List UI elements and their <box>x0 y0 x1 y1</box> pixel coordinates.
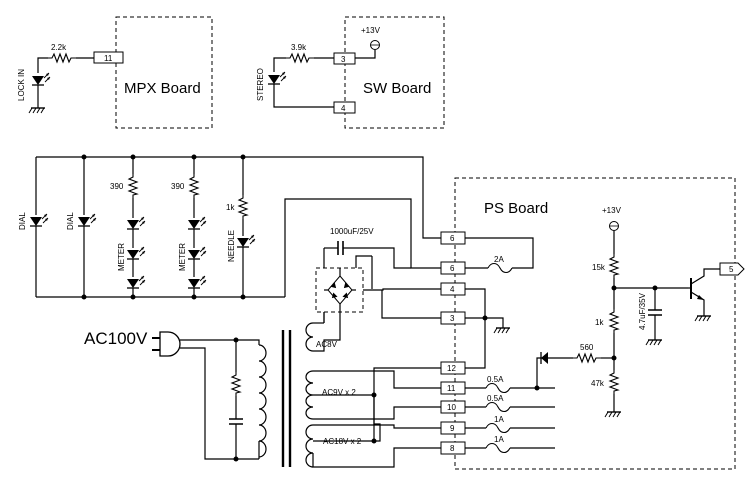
diode-icon <box>541 352 548 364</box>
resistor-560 <box>572 353 602 363</box>
cap-1000uf-label: 1000uF/25V <box>330 227 374 236</box>
r-47k-label: 47k <box>591 379 605 388</box>
dial-2-label: DIAL <box>66 212 75 230</box>
plus13v-sw-label: +13V <box>361 26 381 35</box>
ac18v-winding <box>305 424 314 468</box>
cap-47uf-label: 4.7uF/35V <box>638 292 647 330</box>
mpx-board-label: MPX Board <box>124 80 201 97</box>
fuse-05a-2-icon <box>485 401 511 413</box>
fuse-1a-2-label: 1A <box>494 435 504 444</box>
ps-ground-4-icon <box>694 315 712 322</box>
mpx-board-outline <box>115 16 213 129</box>
fuse-1a-1-label: 1A <box>494 415 504 424</box>
lamp-section: DIAL DIAL 390 METER 390 METER 1k <box>18 154 441 300</box>
fuse-05a-1-icon <box>485 382 511 394</box>
plus13v-ps-label: +13V <box>602 206 622 215</box>
fuse-1a-2-icon <box>485 442 511 454</box>
ac9v-label: AC9V x 2 <box>322 388 356 397</box>
ps-ground-3-icon <box>645 339 663 346</box>
ac-plug-icon <box>159 331 181 357</box>
output-pin-5-label: 5 <box>729 265 734 274</box>
r-390b-label: 390 <box>171 182 185 191</box>
transformer-section: AC100V AC8V AC9V x 2 <box>84 312 441 468</box>
fuse-1a-1-icon <box>485 422 511 434</box>
ps-pin-6b-label: 6 <box>450 264 455 273</box>
ac100v-label: AC100V <box>84 329 148 348</box>
fuse-2a-icon <box>487 262 513 274</box>
ps-board-label: PS Board <box>484 200 548 217</box>
sw-board: SW Board 3 4 +13V 3.9k STEREO <box>256 16 445 129</box>
output-pin-5 <box>719 262 745 276</box>
plus13v-terminal-icon <box>370 40 380 50</box>
rectifier-section: 1000uF/25V <box>315 227 441 323</box>
dial-1-label: DIAL <box>18 212 27 230</box>
r-1k-needle-label: 1k <box>226 203 235 212</box>
ac9v-winding <box>305 370 314 420</box>
resistor-390-b <box>189 173 199 199</box>
ac8v-label: AC8V <box>316 340 338 349</box>
r-15k-label: 15k <box>592 263 606 272</box>
stereo-label: STEREO <box>256 68 265 101</box>
fuse-2a-label: 2A <box>494 255 504 264</box>
dial-lamp-1-icon <box>29 213 49 227</box>
meter-lamp-2a-icon <box>187 216 207 230</box>
stereo-led-icon <box>267 71 287 85</box>
sw-pin-4-label: 4 <box>341 104 346 113</box>
needle-lamp-icon <box>236 234 256 248</box>
ps-pin-4-label: 4 <box>450 285 455 294</box>
ac18v-label: AC18V x 2 <box>323 437 362 446</box>
ps-pin-10-label: 10 <box>447 403 456 412</box>
primary-winding <box>258 344 267 459</box>
ps-pin-9-label: 9 <box>450 424 455 433</box>
r-1k-ps-label: 1k <box>595 318 604 327</box>
resistor-47k <box>609 369 619 395</box>
r-560-label: 560 <box>580 343 594 352</box>
sw-board-label: SW Board <box>363 80 431 97</box>
ac8v-winding <box>305 322 314 352</box>
ps-pin-8-label: 8 <box>450 444 455 453</box>
ps-pin-3-label: 3 <box>450 314 455 323</box>
ps-pin-12-label: 12 <box>447 364 456 373</box>
ps-ground-2-icon <box>604 411 622 418</box>
meter-lamp-2b-icon <box>187 246 207 260</box>
resistor-15k <box>609 253 619 279</box>
meter-lamp-2c-icon <box>187 275 207 289</box>
ps-pin-11-label: 11 <box>447 384 456 393</box>
meter-1-label: METER <box>117 243 126 271</box>
resistor-2k2 <box>47 53 77 63</box>
resistor-3k9 <box>285 53 315 63</box>
fuse-05a-1-label: 0.5A <box>487 375 504 384</box>
resistor-390-a <box>128 173 138 199</box>
dial-lamp-2-icon <box>77 213 97 227</box>
mpx-board: MPX Board 11 2.2k LOCK IN <box>17 16 213 129</box>
meter-lamp-1b-icon <box>126 246 146 260</box>
lock-in-label: LOCK IN <box>17 69 26 101</box>
plus13v-ps-terminal-icon <box>609 221 619 231</box>
mpx-pin-11-label: 11 <box>104 54 113 63</box>
meter-lamp-1c-icon <box>126 275 146 289</box>
resistor-1k-needle <box>238 194 248 220</box>
resistor-1k-ps <box>609 308 619 334</box>
r-2k2-label: 2.2k <box>51 43 67 52</box>
lock-in-led-icon <box>31 72 51 86</box>
meter-2-label: METER <box>178 243 187 271</box>
snubber-resistor <box>231 371 241 397</box>
ps-board: PS Board 6 6 4 3 12 11 10 9 8 2A <box>440 177 745 470</box>
r-390a-label: 390 <box>110 182 124 191</box>
sw-board-outline <box>344 16 445 129</box>
r-3k9-label: 3.9k <box>291 43 307 52</box>
needle-label: NEEDLE <box>227 230 236 262</box>
meter-lamp-1a-icon <box>126 216 146 230</box>
fuse-05a-2-label: 0.5A <box>487 394 504 403</box>
ps-ground-icon <box>493 327 511 334</box>
sw-pin-3-label: 3 <box>341 55 346 64</box>
ps-pin-6a-label: 6 <box>450 234 455 243</box>
ground-icon <box>28 107 46 114</box>
